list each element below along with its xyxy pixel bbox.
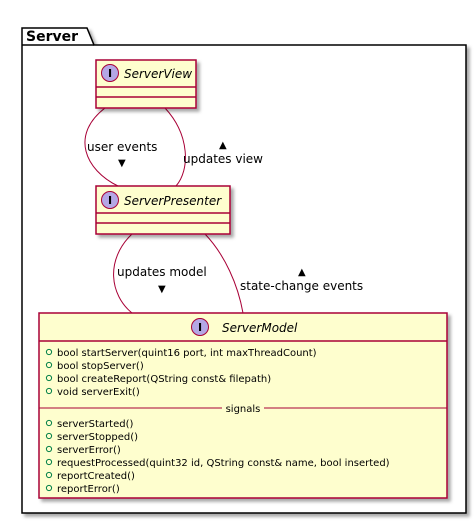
- public-member-icon: [45, 445, 53, 453]
- arrow-down-icon: ▼: [158, 284, 166, 295]
- arrow-up-icon: ▲: [219, 140, 227, 151]
- class-name: ServerPresenter: [124, 194, 222, 208]
- signal-item: serverStopped(): [45, 432, 138, 443]
- public-member-icon: [45, 458, 53, 466]
- public-member-icon: [45, 484, 53, 492]
- edge-updates-view: [164, 107, 186, 187]
- signal-item: serverStarted(): [45, 419, 133, 430]
- public-member-icon: [45, 387, 53, 395]
- signal-item: reportCreated(): [45, 471, 135, 482]
- public-member-icon: [45, 361, 53, 369]
- method-item: bool startServer(quint16 port, int maxTh…: [45, 348, 317, 359]
- method-list: bool startServer(quint16 port, int maxTh…: [45, 348, 317, 398]
- class-name: ServerModel: [222, 321, 298, 335]
- method-item: void serverExit(): [45, 387, 140, 398]
- svg-text:I: I: [108, 194, 112, 207]
- class-name: ServerView: [124, 67, 192, 81]
- interface-icon: [191, 318, 209, 336]
- svg-text:reportError(): reportError(): [57, 484, 120, 495]
- svg-text:bool stopServer(): bool stopServer(): [57, 361, 144, 372]
- edge-label-state-change: state-change events: [240, 279, 363, 293]
- svg-text:bool startServer(quint16 port,: bool startServer(quint16 port, int maxTh…: [57, 348, 317, 359]
- svg-text:I: I: [198, 321, 202, 334]
- svg-text:requestProcessed(quint32 id, Q: requestProcessed(quint32 id, QString con…: [57, 458, 390, 469]
- svg-text:bool createReport(QString cons: bool createReport(QString const& filepat…: [57, 374, 271, 385]
- svg-text:reportCreated(): reportCreated(): [57, 471, 135, 482]
- edge-updates-model: [113, 233, 133, 314]
- public-member-icon: [45, 348, 53, 356]
- class-server-model[interactable]: I ServerModel bool startServer(quint16 p…: [38, 312, 448, 499]
- public-member-icon: [45, 419, 53, 427]
- class-server-view[interactable]: I ServerView: [95, 59, 197, 109]
- svg-text:void serverExit(): void serverExit(): [57, 387, 140, 398]
- edge-user-events: [84, 107, 119, 187]
- signals-label: signals: [226, 404, 261, 415]
- svg-text:I: I: [108, 67, 112, 80]
- package-title: Server: [26, 29, 78, 45]
- arrow-down-icon: ▼: [118, 158, 126, 169]
- edge-label-updates-model: updates model: [117, 265, 207, 279]
- edge-label-user-events: user events: [87, 140, 157, 154]
- class-server-presenter[interactable]: I ServerPresenter: [95, 185, 231, 235]
- signal-list: serverStarted() serverStopped() serverEr…: [45, 419, 390, 495]
- arrow-up-icon: ▲: [298, 267, 306, 278]
- interface-icon: [101, 64, 119, 82]
- interface-icon: [101, 191, 119, 209]
- signal-item: reportError(): [45, 484, 120, 495]
- svg-text:serverStarted(): serverStarted(): [57, 419, 133, 430]
- svg-text:serverError(): serverError(): [57, 445, 121, 456]
- public-member-icon: [45, 432, 53, 440]
- signal-item: serverError(): [45, 445, 121, 456]
- edge-state-change: [204, 233, 244, 314]
- public-member-icon: [45, 374, 53, 382]
- svg-text:serverStopped(): serverStopped(): [57, 432, 138, 443]
- signal-item: requestProcessed(quint32 id, QString con…: [45, 458, 390, 469]
- method-item: bool createReport(QString const& filepat…: [45, 374, 271, 385]
- edge-label-updates-view: updates view: [183, 152, 263, 166]
- public-member-icon: [45, 471, 53, 479]
- method-item: bool stopServer(): [45, 361, 144, 372]
